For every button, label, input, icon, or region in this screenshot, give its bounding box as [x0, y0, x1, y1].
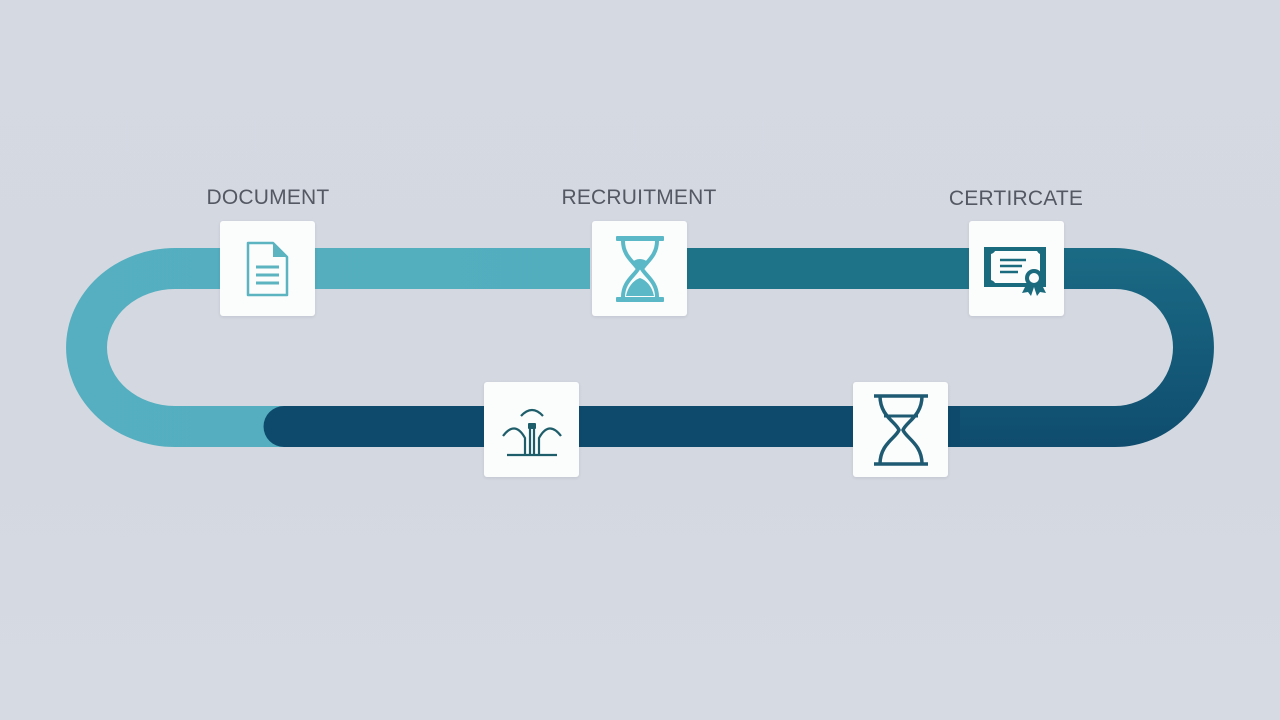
node-certificate[interactable] — [969, 221, 1064, 316]
node-recruitment[interactable] — [592, 221, 687, 316]
label-document: DOCUMENT — [206, 186, 330, 209]
certificate-icon — [983, 246, 1046, 296]
track-right-segment — [940, 248, 1214, 447]
hourglass-outline-icon — [873, 393, 928, 466]
node-bottom-right[interactable] — [853, 382, 948, 477]
label-recruitment: RECRUITMENT — [561, 186, 717, 209]
hourglass-icon — [615, 235, 664, 302]
track-top-right-segment — [686, 248, 976, 289]
node-bottom-left[interactable] — [484, 382, 579, 477]
track-bottom-segment — [263, 406, 960, 447]
label-certificate: CERTIRCATE — [948, 187, 1084, 210]
document-icon — [246, 241, 288, 296]
node-document[interactable] — [220, 221, 315, 316]
fountain-icon — [501, 408, 562, 456]
track-left-segment — [66, 248, 590, 447]
